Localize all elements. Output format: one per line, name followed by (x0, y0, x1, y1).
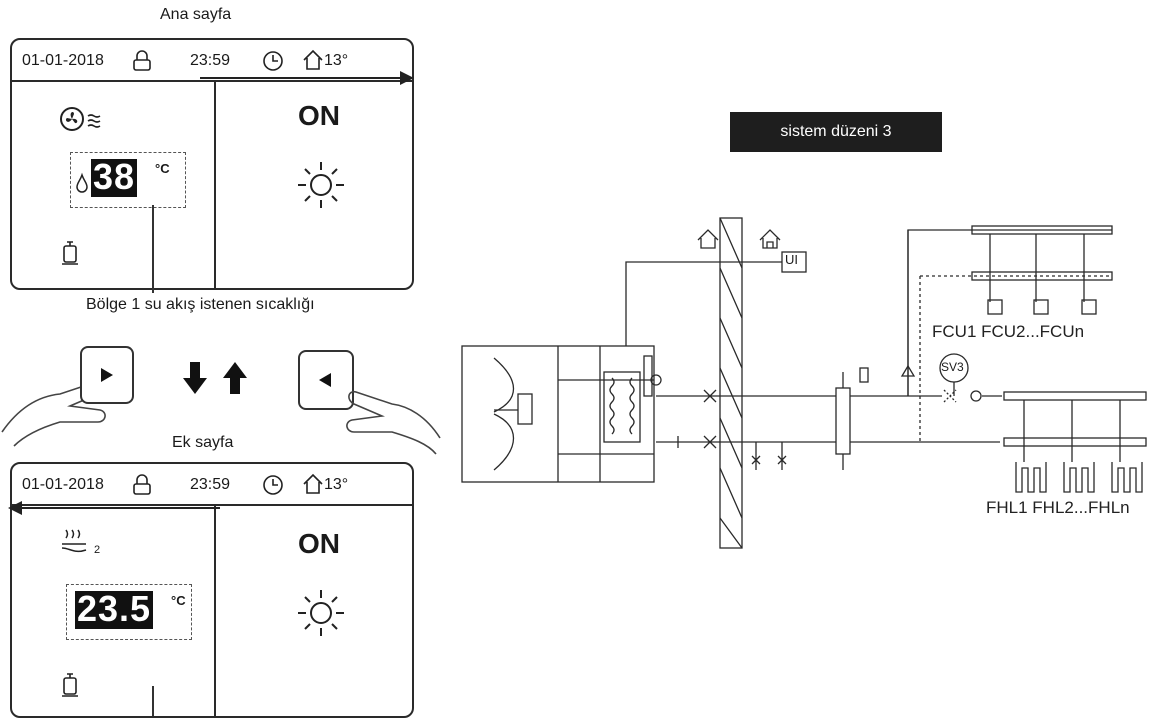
tank-icon (62, 241, 78, 265)
room-temp-unit: °C (171, 593, 186, 608)
main-page-screen: 01-01-2018 23:59 13° 38 °C ON (10, 38, 414, 290)
panel-divider (214, 82, 216, 288)
outdoor-temp: 13° (324, 52, 349, 69)
hand-icon-right (346, 390, 441, 455)
date-text-2: 01-01-2018 (22, 476, 104, 493)
zone-caption: Bölge 1 su akış istenen sıcaklığı (86, 296, 315, 313)
ui-label: UI (785, 252, 798, 267)
extra-page-screen: 01-01-2018 23:59 13° 2 23.5 °C ON (10, 462, 414, 718)
sun-icon (298, 162, 344, 208)
time-text: 23:59 (190, 52, 231, 69)
play-left-icon (319, 373, 331, 387)
room-temp-value: 23.5 (75, 588, 154, 629)
water-temp-value: 38 (91, 156, 138, 197)
ui-box (781, 251, 807, 273)
clock-icon (263, 475, 283, 495)
statusbar-divider-2 (12, 504, 412, 506)
down-arrow-icon (183, 362, 207, 394)
left-arrow-icon (8, 501, 220, 515)
fhl-label: FHL1 FHL2...FHLn (986, 498, 1130, 517)
fan-coil-icon (60, 107, 101, 131)
sun-icon (298, 590, 344, 636)
zone-index: 2 (94, 544, 101, 556)
diagram-title: sistem düzeni 3 (730, 112, 942, 152)
statusbar-divider (12, 80, 412, 82)
floor-heating-icon (61, 529, 87, 553)
outdoor-temp-2: 13° (324, 476, 349, 493)
panel-divider-2 (214, 506, 216, 716)
house-icon (303, 49, 323, 70)
room-temp-box[interactable]: 23.5 °C (66, 584, 192, 640)
fcu-label: FCU1 FCU2...FCUn (932, 322, 1085, 341)
prev-page-button[interactable] (298, 350, 354, 410)
water-drop-icon (76, 172, 88, 193)
clock-icon (263, 51, 283, 71)
status-on: ON (298, 100, 340, 131)
water-temp-box[interactable]: 38 °C (70, 152, 186, 208)
sv3-label: SV3 (941, 360, 964, 374)
date-text: 01-01-2018 (22, 52, 104, 69)
status-on-2: ON (298, 528, 340, 559)
leader-line (152, 205, 154, 293)
next-page-button[interactable] (80, 346, 134, 404)
water-temp-unit: °C (155, 161, 170, 176)
right-arrow-icon (200, 71, 414, 85)
main-page-caption: Ana sayfa (160, 6, 232, 23)
extra-page-caption: Ek sayfa (172, 434, 234, 451)
lock-icon (133, 474, 151, 495)
lock-icon (133, 50, 151, 71)
house-icon (303, 473, 323, 494)
play-right-icon (101, 368, 113, 382)
tank-icon (62, 673, 78, 697)
leader-line-2 (152, 686, 154, 716)
time-text-2: 23:59 (190, 476, 231, 493)
up-arrow-icon (223, 362, 247, 394)
